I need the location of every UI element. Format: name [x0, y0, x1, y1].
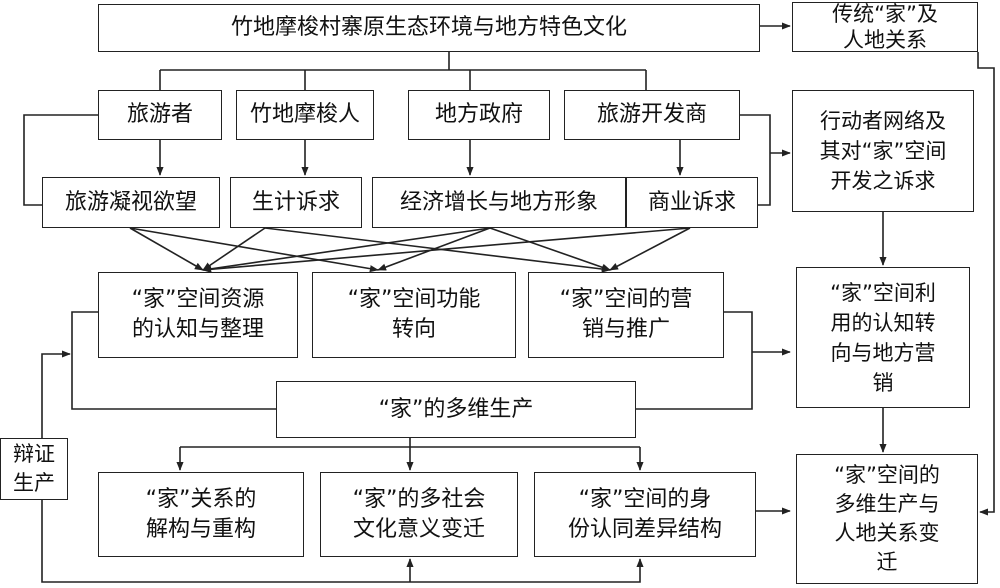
node-actor-developer: 旅游开发商: [564, 90, 740, 140]
node-top-environment: 竹地摩梭村寨原生态环境与地方特色文化: [98, 4, 760, 52]
node-space-function: “家”空间功能 转向: [312, 272, 516, 358]
node-relation-restructure: “家”关系的 解构与重构: [98, 472, 304, 557]
node-space-resource: “家”空间资源 的认知与整理: [98, 272, 298, 358]
node-actor-government: 地方政府: [408, 90, 550, 140]
node-actor-tourist: 旅游者: [98, 90, 222, 140]
node-need-livelihood: 生计诉求: [230, 177, 362, 228]
node-need-economic-growth: 经济增长与地方形象: [372, 177, 626, 228]
node-dialectic-production: 辩证 生产: [0, 438, 68, 500]
node-traditional-home: 传统“家”及 人地关系: [792, 2, 978, 52]
node-final-result: “家”空间的 多维生产与 人地关系变 迁: [796, 454, 978, 584]
node-multi-production: “家”的多维生产: [276, 381, 636, 438]
node-cognition-shift: “家”空间利 用的认知转 向与地方营 销: [796, 267, 970, 408]
node-actor-network: 行动者网络及 其对“家”空间 开发之诉求: [792, 90, 974, 212]
node-need-business: 商业诉求: [626, 177, 758, 228]
node-sociocultural-change: “家”的多社会 文化意义变迁: [320, 472, 518, 557]
node-space-marketing: “家”空间的营 销与推广: [528, 272, 724, 358]
node-actor-local-mosuo: 竹地摩梭人: [236, 90, 374, 140]
node-need-tourist-gaze: 旅游凝视欲望: [42, 177, 220, 228]
node-identity-structure: “家”空间的身 份认同差异结构: [534, 472, 756, 557]
